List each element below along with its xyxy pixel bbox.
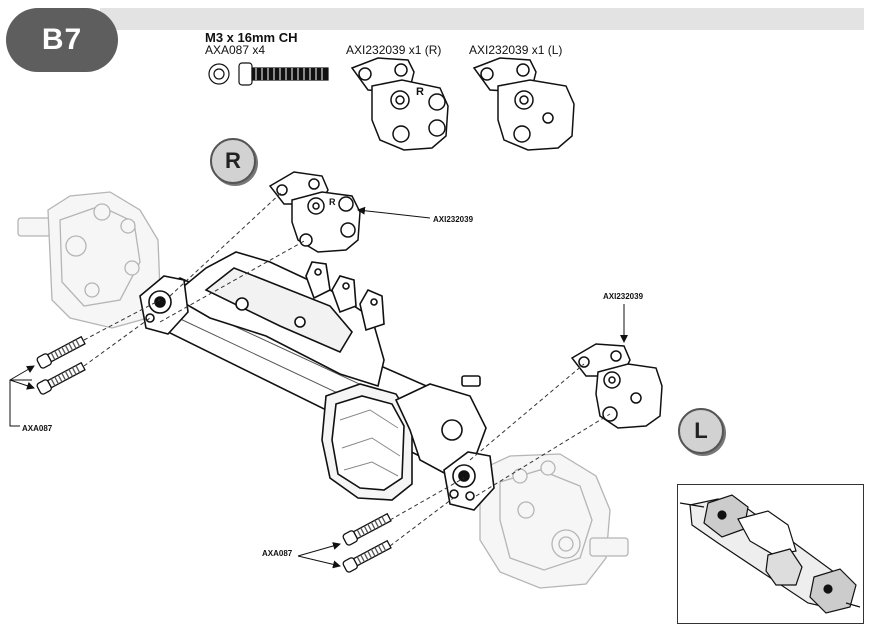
mount-r-part-label: AXI232039 x1 (R) — [346, 43, 442, 57]
mount-r-letter: R — [416, 86, 424, 98]
screws-left — [36, 335, 86, 395]
overview-inset — [677, 484, 864, 624]
screw-part-label: AXA087 x4 — [205, 43, 266, 57]
mount-l-part-label: AXI232039 x1 (L) — [469, 43, 563, 57]
mount-r-assembly — [268, 171, 361, 253]
step-header-bar — [100, 8, 864, 30]
screw-part-icon — [208, 62, 329, 86]
axle-housing — [155, 251, 487, 501]
callout-mount-left: AXI232039 — [603, 292, 644, 301]
overview-assembly-icon — [679, 494, 861, 614]
screw-name-label: M3 x 16mm CH — [205, 30, 298, 45]
left-knuckle-ghost — [17, 191, 161, 329]
right-knuckle-ghost — [479, 453, 629, 589]
mount-r-assembly-letter: R — [329, 197, 336, 207]
callout-screws-bottom: AXA087 — [262, 549, 293, 558]
left-side-badge: L — [678, 408, 724, 454]
mount-l-assembly — [570, 343, 663, 429]
step-badge: B7 — [6, 8, 118, 72]
callout-screws-left: AXA087 — [22, 424, 53, 433]
callout-leaders — [9, 206, 628, 569]
assembly-guide-lines — [83, 191, 611, 547]
right-axle-end — [443, 451, 495, 511]
mount-l-part-icon — [472, 57, 575, 151]
screws-bottom — [342, 512, 392, 573]
mount-r-part-icon — [350, 57, 449, 151]
right-side-badge: R — [210, 138, 256, 184]
callout-mount-right: AXI232039 — [433, 215, 474, 224]
